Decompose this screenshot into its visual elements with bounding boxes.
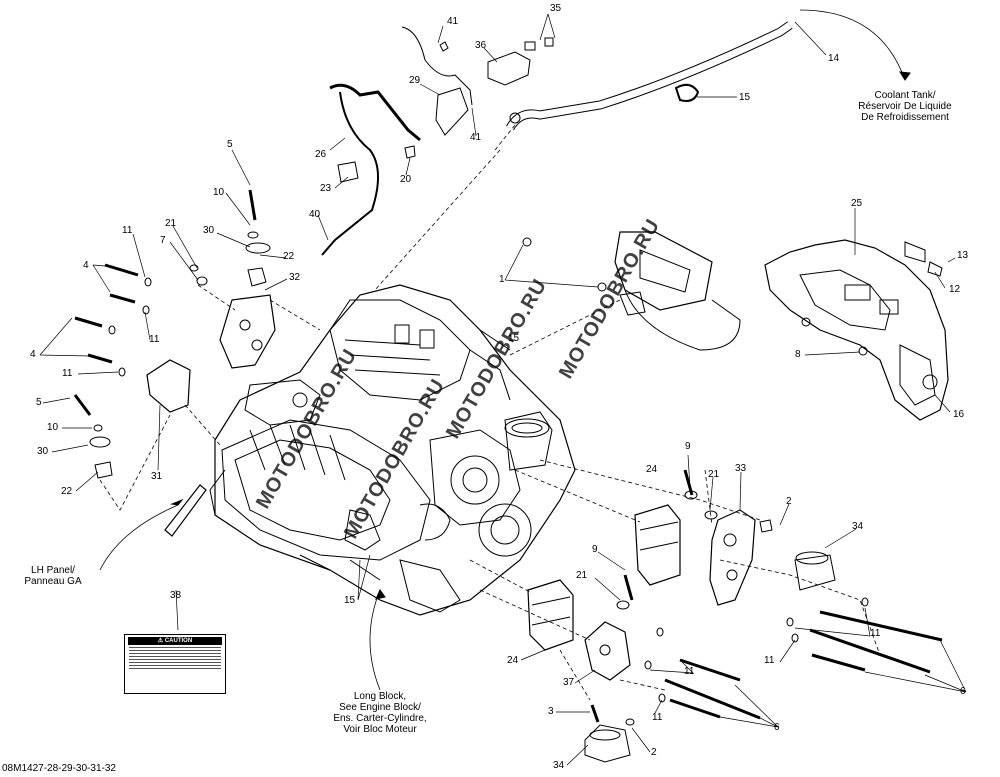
callout-15: 15 — [739, 92, 751, 103]
long-block-line-2: See Engine Block/ — [339, 702, 421, 713]
caution-text-line — [129, 668, 221, 669]
callout-22: 22 — [61, 486, 73, 497]
callout-3: 3 — [548, 706, 554, 717]
callout-6: 6 — [774, 722, 780, 733]
long-block-line-3: Ens. Carter-Cylindre, — [333, 713, 427, 724]
callout-37: 37 — [563, 677, 575, 688]
callout-26: 26 — [315, 149, 327, 160]
callout-9: 9 — [685, 441, 691, 452]
caution-text-line — [129, 659, 221, 660]
callout-33: 33 — [735, 463, 747, 474]
callout-25: 25 — [851, 198, 863, 209]
callout-29: 29 — [409, 75, 421, 86]
callout-11: 11 — [870, 628, 881, 639]
callout-30: 30 — [37, 446, 49, 457]
right-long-bolts — [664, 610, 943, 720]
callout-12: 12 — [949, 284, 961, 295]
callout-32: 32 — [289, 272, 301, 283]
caution-heading: ⚠ CAUTION — [128, 637, 222, 645]
callout-11: 11 — [62, 368, 73, 379]
callout-10: 10 — [47, 422, 59, 433]
caution-text-line — [129, 650, 221, 651]
callout-41: 41 — [470, 132, 482, 143]
callout-23: 23 — [320, 183, 332, 194]
left-lower-engine-mount — [73, 359, 191, 479]
caution-heading-text: CAUTION — [164, 638, 193, 644]
caution-text-line — [129, 662, 221, 663]
callout-31: 31 — [151, 471, 163, 482]
callout-11: 11 — [764, 655, 775, 666]
leader-lines — [39, 13, 967, 766]
callout-38: 38 — [170, 590, 182, 601]
callout-34: 34 — [852, 521, 864, 532]
caution-text-line — [129, 647, 221, 648]
right-engine-mount — [683, 469, 836, 606]
callout-20: 20 — [400, 174, 412, 185]
caution-label: ⚠ CAUTION — [124, 634, 226, 694]
lh-panel-note: LH Panel/ Panneau GA — [18, 565, 88, 587]
caution-text-line — [129, 656, 221, 657]
callout-2: 2 — [651, 747, 657, 758]
callout-11: 11 — [149, 334, 160, 345]
lh-panel-line-2: Panneau GA — [24, 576, 82, 587]
lower-engine-mount — [584, 574, 635, 763]
callout-1: 1 — [499, 274, 505, 285]
callout-21: 21 — [708, 469, 720, 480]
callout-11: 11 — [652, 712, 663, 723]
callout-24: 24 — [507, 655, 519, 666]
callout-30: 30 — [203, 225, 215, 236]
callout-15: 15 — [508, 333, 520, 344]
callout-24: 24 — [646, 464, 658, 475]
diagram-code: 08M1427-28-29-30-31-32 — [2, 763, 116, 774]
right-bracket — [764, 239, 949, 421]
callout-5: 5 — [36, 397, 42, 408]
callout-34: 34 — [553, 760, 565, 771]
warning-triangle-icon: ⚠ — [157, 638, 165, 644]
coolant-tank-line-1: Coolant Tank/ — [874, 90, 936, 101]
left-bolts — [74, 263, 139, 364]
caution-text-line — [129, 653, 221, 654]
callout-10: 10 — [213, 187, 225, 198]
long-block-line-4: Voir Bloc Moteur — [343, 724, 417, 735]
callout-4: 4 — [30, 349, 36, 360]
long-block-line-1: Long Block, — [353, 691, 407, 702]
coolant-tank-note: Coolant Tank/ Réservoir De Liquide De Re… — [850, 90, 960, 123]
callout-7: 7 — [160, 235, 166, 246]
coolant-tank-line-2: Réservoir De Liquide — [858, 101, 952, 112]
coolant-tank-line-3: De Refroidissement — [861, 112, 949, 123]
callout-35: 35 — [550, 3, 562, 14]
ecm-module — [522, 231, 741, 351]
callout-4: 4 — [83, 260, 89, 271]
callout-11: 11 — [122, 225, 133, 236]
long-block-note: Long Block, See Engine Block/ Ens. Carte… — [325, 691, 435, 735]
callout-21: 21 — [165, 218, 177, 229]
callout-15: 15 — [344, 595, 356, 606]
callout-5: 5 — [227, 139, 233, 150]
rubber-mounts — [527, 504, 681, 651]
callout-9: 9 — [592, 544, 598, 555]
alignment-lines — [99, 124, 881, 701]
left-engine-mount — [219, 189, 276, 369]
callout-21: 21 — [576, 570, 588, 581]
callout-2: 2 — [786, 496, 792, 507]
callout-11: 11 — [684, 666, 695, 677]
engine-assembly — [209, 284, 576, 616]
callout-41: 41 — [447, 16, 459, 27]
callout-8: 8 — [795, 349, 801, 360]
callout-16: 16 — [953, 409, 965, 420]
callout-14: 14 — [828, 53, 840, 64]
callout-6: 6 — [960, 686, 966, 697]
callout-36: 36 — [475, 40, 487, 51]
callout-13: 13 — [957, 250, 969, 261]
lh-panel-line-1: LH Panel/ — [31, 565, 75, 576]
caution-text-line — [129, 665, 221, 666]
callout-40: 40 — [309, 209, 321, 220]
callout-22: 22 — [283, 251, 295, 262]
